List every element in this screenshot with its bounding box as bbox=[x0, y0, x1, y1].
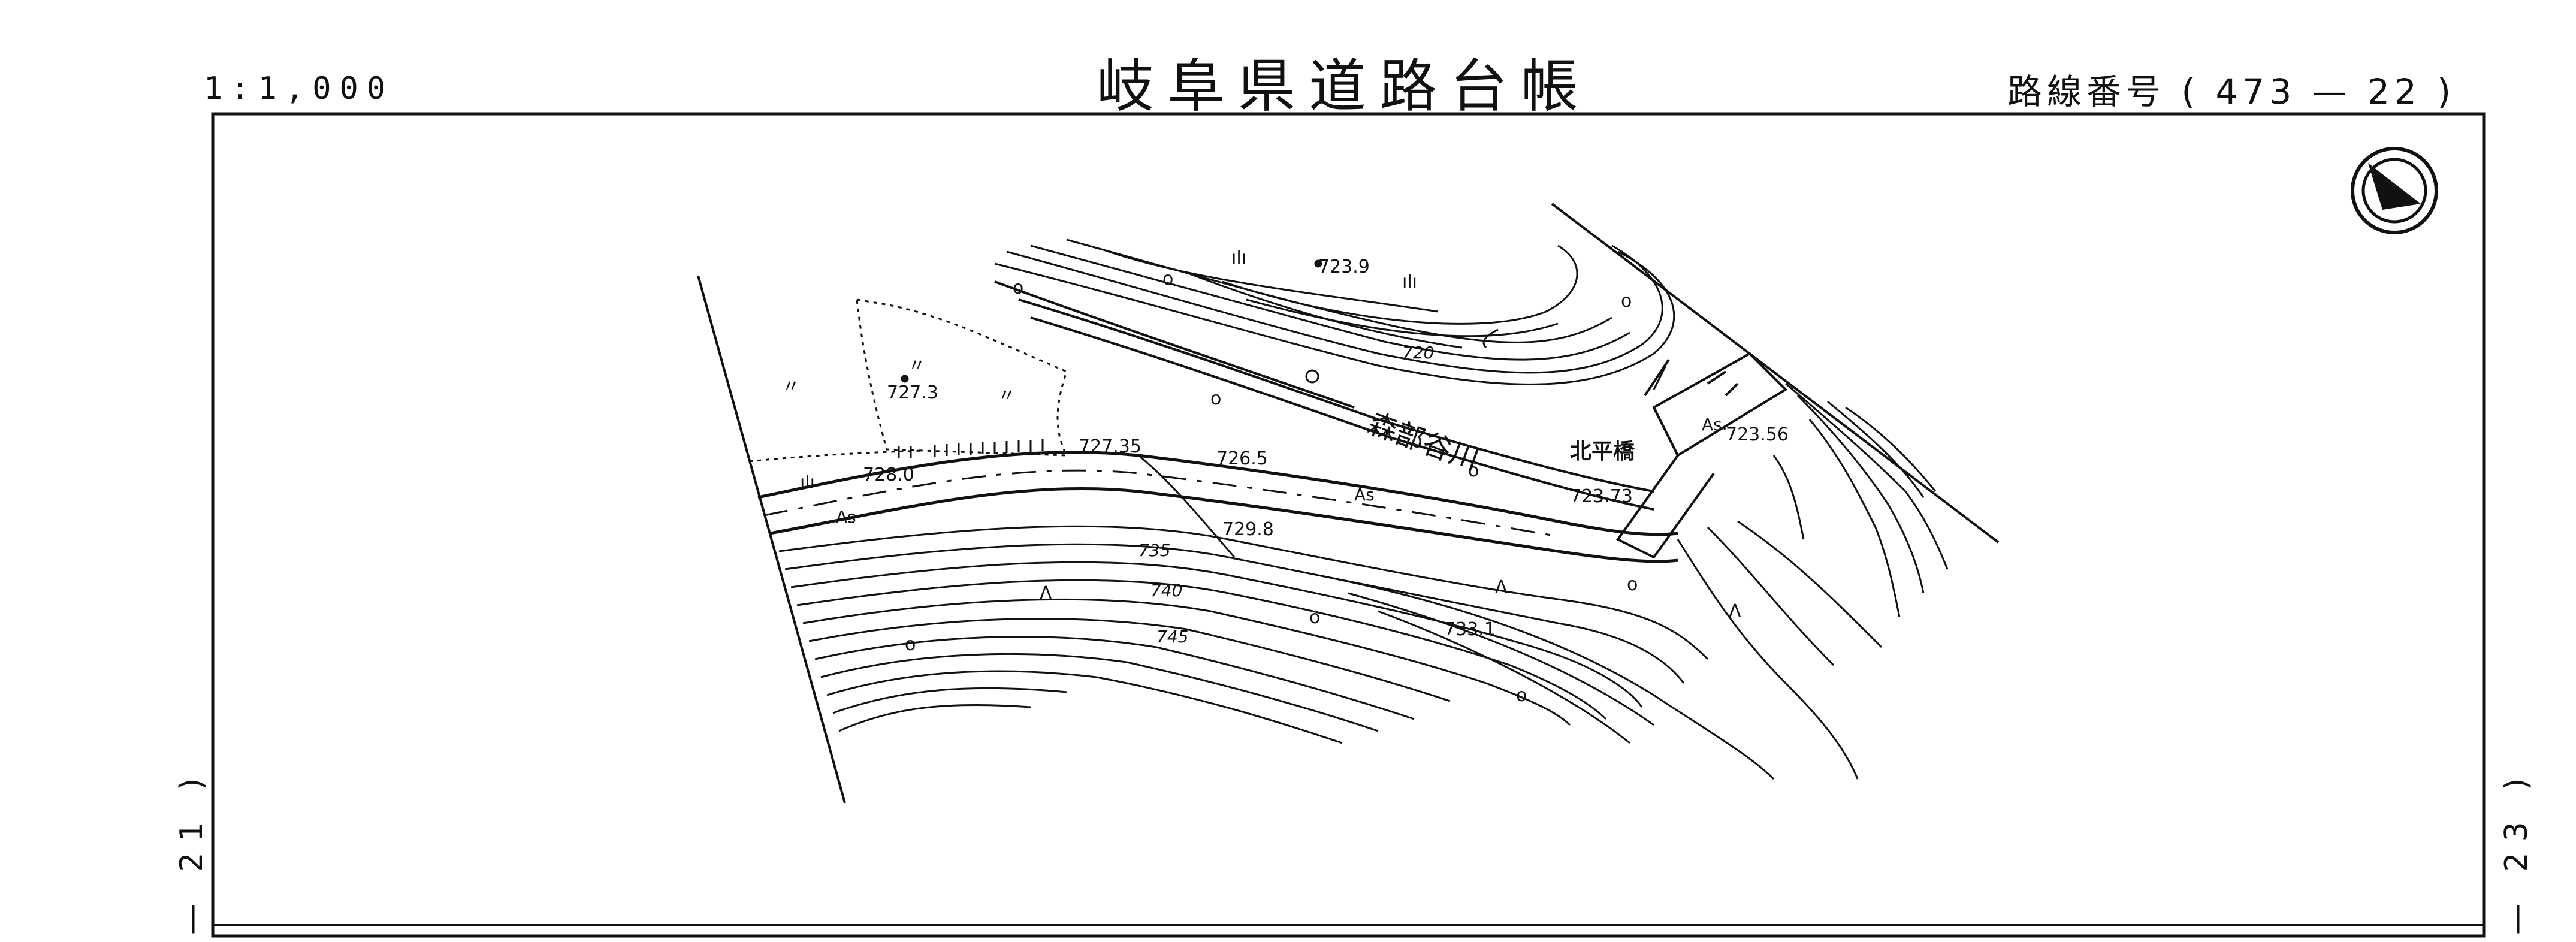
route-label: 路線番号 bbox=[2007, 71, 2166, 112]
tree-symbol: o bbox=[1621, 291, 1632, 312]
sheet-boundary-right bbox=[1551, 203, 2000, 544]
broadleaf-symbol: Λ bbox=[1040, 583, 1052, 604]
north-arrow-icon bbox=[2351, 147, 2438, 234]
tree-symbol: o bbox=[1210, 388, 1221, 409]
tree-symbol: o bbox=[905, 634, 916, 655]
crop-symbol: ılı bbox=[800, 472, 815, 493]
contour-label: 720 bbox=[1402, 343, 1434, 363]
tree-symbol: o bbox=[1516, 685, 1527, 706]
contour-label: 745 bbox=[1156, 627, 1188, 647]
map-scale: 1:1,000 bbox=[204, 71, 394, 107]
bridge bbox=[1616, 352, 1788, 559]
broadleaf-symbol: Λ bbox=[1729, 601, 1741, 622]
tree-symbol: o bbox=[1162, 268, 1173, 289]
contours-east bbox=[1772, 382, 1949, 618]
route-number-value: 473 bbox=[2215, 71, 2297, 112]
elevation-label: 723.9 bbox=[1318, 256, 1370, 277]
map-features bbox=[901, 259, 1670, 397]
elevation-label: 733.1 bbox=[1444, 619, 1496, 640]
broadleaf-symbol: Λ bbox=[1495, 577, 1508, 598]
tree-symbol: o bbox=[1309, 607, 1320, 628]
page-title: 岐阜県道路台帳 bbox=[1097, 53, 1591, 120]
road bbox=[757, 451, 1678, 563]
grass-symbol: 〃 bbox=[908, 355, 926, 376]
contours-south bbox=[778, 520, 1883, 780]
tree-symbol: o bbox=[1468, 460, 1479, 481]
contour-label: 735 bbox=[1138, 541, 1170, 560]
grass-symbol: 〃 bbox=[998, 385, 1016, 406]
tree-symbol: o bbox=[1627, 574, 1638, 595]
surface-label: As. bbox=[1702, 415, 1728, 434]
elevation-label: 723.73 bbox=[1570, 486, 1633, 507]
river-name: 森部谷川 bbox=[1364, 407, 1484, 478]
retaining-wall bbox=[898, 439, 1044, 458]
surface-label: As bbox=[836, 507, 856, 527]
crop-symbol: ılı bbox=[1231, 247, 1246, 268]
contour-labels: 720 735 740 745 bbox=[1138, 343, 1434, 647]
route-number: 路線番号 ( 473 — 22 ) bbox=[2007, 64, 2456, 114]
elevation-label: 726.5 bbox=[1216, 448, 1268, 469]
elevation-label: 723.56 bbox=[1726, 424, 1789, 445]
elevation-label: 727.35 bbox=[1079, 436, 1141, 457]
route-section-value: 22 bbox=[2367, 71, 2421, 112]
elevation-label: 727.3 bbox=[887, 382, 938, 403]
tree-symbol: o bbox=[1013, 277, 1023, 298]
contour-label: 740 bbox=[1150, 581, 1182, 600]
river-name-label: 森部谷川 bbox=[1364, 407, 1484, 478]
bridge-name: 北平橋 bbox=[1570, 439, 1635, 464]
parcel-boundary bbox=[856, 298, 1068, 457]
river-channel bbox=[994, 280, 1654, 511]
route-open-paren: ( bbox=[2181, 71, 2200, 112]
elevation-label: 729.8 bbox=[1222, 519, 1274, 540]
elevation-labels: 723.9 727.3 727.35 726.5 728.0 729.8 723… bbox=[863, 256, 1789, 640]
map-frame bbox=[211, 112, 2486, 938]
sheet-boundary-left bbox=[697, 275, 846, 804]
contours-north bbox=[994, 238, 1675, 385]
grass-symbol: 〃 bbox=[782, 376, 800, 397]
route-dash: — bbox=[2312, 71, 2352, 112]
route-close-paren: ) bbox=[2437, 71, 2456, 112]
surface-label: As bbox=[1354, 485, 1375, 505]
crop-symbol: ılı bbox=[1402, 271, 1417, 292]
vegetation-symbols: ılı ılı ılı 〃 〃 〃 o o o o o o o o o Λ Λ … bbox=[782, 247, 1741, 706]
parcel-boundary-lower bbox=[748, 449, 923, 463]
elevation-label: 728.0 bbox=[863, 464, 914, 485]
surface-labels: As As As. bbox=[836, 415, 1728, 527]
